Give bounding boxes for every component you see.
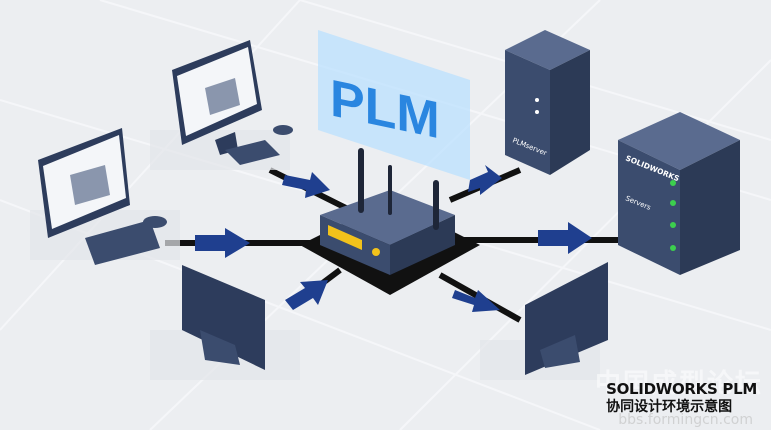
data-flow-arrows [195,165,592,312]
workstation-top [150,40,293,170]
status-led [670,222,676,228]
caption-subtitle: 协同设计环境示意图 [606,399,733,415]
arrow-icon [538,222,592,254]
caption: SOLIDWORKS PLM 协同设计环境示意图 [606,380,757,416]
workstation-bottom-left [150,265,300,380]
plm-sign: PLM [318,30,470,180]
antenna-icon [433,180,439,230]
router-led [372,248,380,256]
plm-server: PLMserver [505,30,590,175]
arrow-icon [282,172,330,198]
arrow-icon [285,280,328,310]
antenna-icon [358,148,364,213]
watermark: 中国成型论坛 [594,369,763,399]
solidworks-server: SOLIDWORKS Servers [618,112,740,275]
caption-title: SOLIDWORKS PLM [606,380,757,398]
status-led [670,245,676,251]
router [320,148,455,275]
watermark-url: bbs.formingcn.com [618,412,753,428]
workstation-bottom-right [480,262,608,380]
status-led [670,180,676,186]
router-ports [328,225,362,250]
antenna-icon [388,165,392,215]
workstation-left [30,128,180,265]
arrow-icon [195,228,250,258]
arrow-icon [452,290,500,312]
status-led [670,200,676,206]
arrow-icon [468,165,502,195]
